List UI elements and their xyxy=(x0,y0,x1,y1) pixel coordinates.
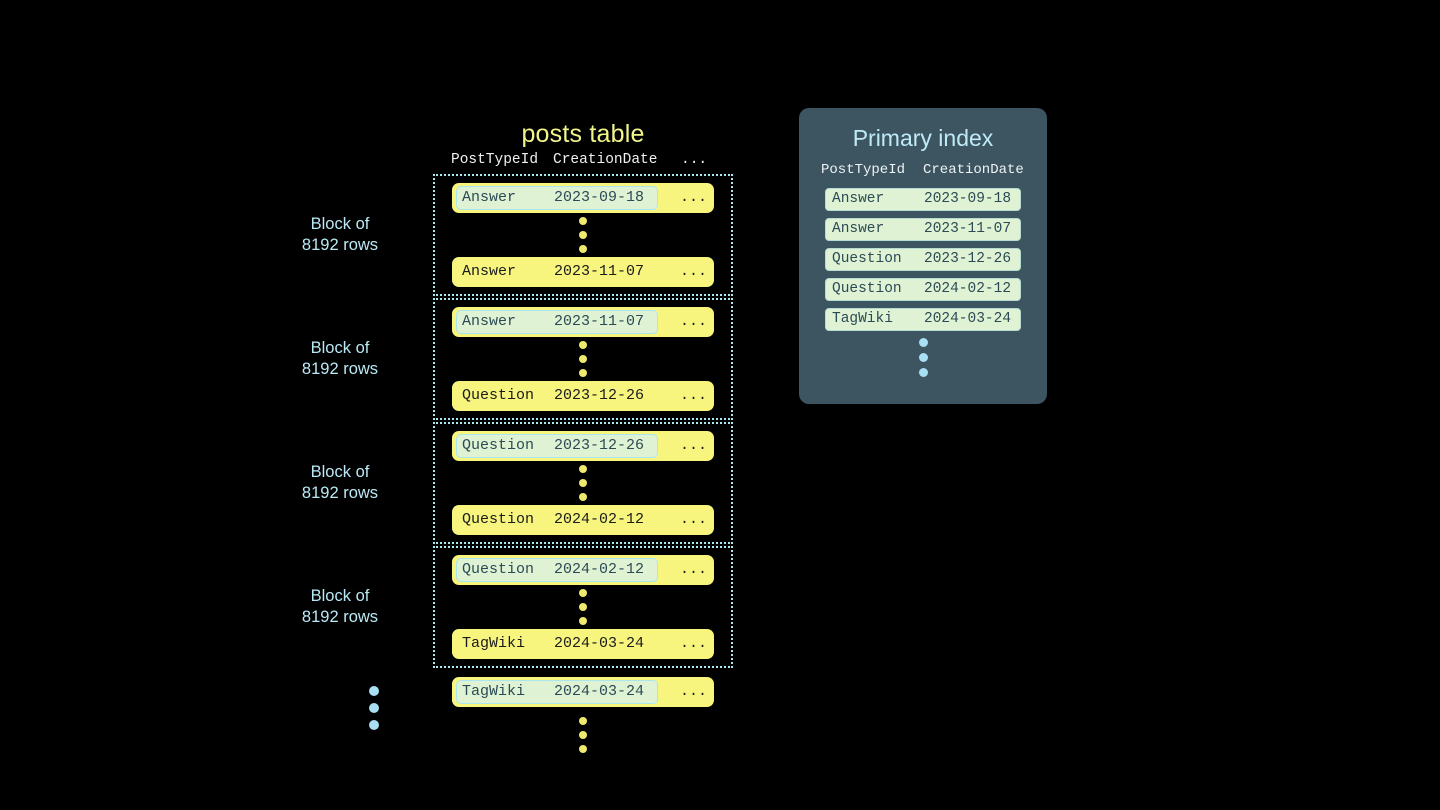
table-block: Answer 2023-09-18... Answer 2023-11-07... xyxy=(433,174,733,296)
index-cell-post-type-id: TagWiki xyxy=(832,311,893,327)
posts-table-title: posts table xyxy=(521,120,645,148)
index-cell-creation-date: 2024-03-24 xyxy=(924,311,1012,327)
cell-more: ... xyxy=(680,387,708,404)
index-cell-creation-date: 2023-09-18 xyxy=(924,191,1012,207)
cell-post-type-id: TagWiki xyxy=(462,635,526,652)
table-row: Answer 2023-09-18... xyxy=(452,183,714,213)
index-cell-post-type-id: Answer xyxy=(832,191,885,207)
cell-creation-date: 2024-02-12 xyxy=(554,561,645,578)
cell-creation-date: 2023-09-18 xyxy=(554,189,645,206)
block-inner-dots-icon xyxy=(435,213,731,257)
cell-more: ... xyxy=(680,511,708,528)
cell-more: ... xyxy=(680,189,708,206)
table-block: Question 2024-02-12... TagWiki 2024-03-24..… xyxy=(433,546,733,668)
cell-creation-date: 2023-12-26 xyxy=(554,437,645,454)
posts-table: posts table PostTypeId CreationDate ... … xyxy=(433,118,733,763)
cell-post-type-id: Question xyxy=(462,437,535,454)
posts-table-trailing-dots-icon xyxy=(433,707,733,763)
table-row: Question 2024-02-12... xyxy=(452,505,714,535)
index-row: Answer 2023-11-07 xyxy=(825,218,1021,241)
cell-more: ... xyxy=(680,313,708,330)
index-cell-creation-date: 2023-12-26 xyxy=(924,251,1012,267)
cell-post-type-id: Answer xyxy=(462,189,517,206)
cell-post-type-id: Answer xyxy=(462,263,517,280)
cell-post-type-id: TagWiki xyxy=(462,683,526,700)
cell-more: ... xyxy=(680,437,708,454)
table-row: Answer 2023-11-07... xyxy=(452,307,714,337)
cell-more: ... xyxy=(680,635,708,652)
cell-more: ... xyxy=(680,561,708,578)
index-column-header-post-type-id: PostTypeId xyxy=(821,162,906,178)
index-cell-creation-date: 2023-11-07 xyxy=(924,221,1012,237)
table-row: Answer 2023-11-07... xyxy=(452,257,714,287)
posts-table-column-headers: PostTypeId CreationDate ... xyxy=(433,150,733,174)
trailing-row-slot: TagWiki 2024-03-24... xyxy=(433,677,733,707)
row-highlight-marker xyxy=(456,434,658,458)
block-inner-dots-icon xyxy=(435,461,731,505)
cell-post-type-id: Answer xyxy=(462,313,517,330)
block-label: Block of 8192 rows xyxy=(301,339,379,378)
cell-post-type-id: Question xyxy=(462,561,535,578)
cell-more: ... xyxy=(680,263,708,280)
cell-creation-date: 2023-12-26 xyxy=(554,387,645,404)
column-header-post-type-id: PostTypeId xyxy=(451,152,539,168)
table-continuation-dots-icon xyxy=(369,686,379,730)
table-row: Question 2023-12-26... xyxy=(452,431,714,461)
row-highlight-marker xyxy=(456,680,658,704)
row-highlight-marker xyxy=(456,558,658,582)
cell-post-type-id: Question xyxy=(462,511,535,528)
primary-index-continuation-dots-icon xyxy=(799,338,1047,377)
index-column-header-creation-date: CreationDate xyxy=(923,162,1024,178)
index-cell-post-type-id: Answer xyxy=(832,221,885,237)
index-cell-post-type-id: Question xyxy=(832,251,902,267)
index-row: Answer 2023-09-18 xyxy=(825,188,1021,211)
cell-more: ... xyxy=(680,683,708,700)
cell-creation-date: 2023-11-07 xyxy=(554,313,645,330)
index-row: Question 2023-12-26 xyxy=(825,248,1021,271)
row-highlight-marker xyxy=(456,310,658,334)
block-label: Block of 8192 rows xyxy=(301,587,379,626)
column-header-more: ... xyxy=(681,152,708,168)
index-cell-creation-date: 2024-02-12 xyxy=(924,281,1012,297)
block-inner-dots-icon xyxy=(435,585,731,629)
table-row: TagWiki 2024-03-24... xyxy=(452,677,714,707)
table-row: TagWiki 2024-03-24... xyxy=(452,629,714,659)
column-header-creation-date: CreationDate xyxy=(553,152,658,168)
block-label: Block of 8192 rows xyxy=(301,215,379,254)
table-block: Answer 2023-11-07... Question 2023-12-26... xyxy=(433,298,733,420)
cell-creation-date: 2024-03-24 xyxy=(554,683,645,700)
table-block: Question 2023-12-26... Question 2024-02-12.… xyxy=(433,422,733,544)
primary-index-column-headers: PostTypeId CreationDate xyxy=(799,160,1047,186)
cell-creation-date: 2024-02-12 xyxy=(554,511,645,528)
index-row: TagWiki 2024-03-24 xyxy=(825,308,1021,331)
primary-index-panel: Primary index PostTypeId CreationDate An… xyxy=(799,108,1047,404)
cell-creation-date: 2024-03-24 xyxy=(554,635,645,652)
table-row: Question 2024-02-12... xyxy=(452,555,714,585)
cell-creation-date: 2023-11-07 xyxy=(554,263,645,280)
block-inner-dots-icon xyxy=(435,337,731,381)
primary-index-title: Primary index xyxy=(852,125,994,151)
cell-post-type-id: Question xyxy=(462,387,535,404)
table-row: Question 2023-12-26... xyxy=(452,381,714,411)
index-row: Question 2024-02-12 xyxy=(825,278,1021,301)
row-highlight-marker xyxy=(456,186,658,210)
index-cell-post-type-id: Question xyxy=(832,281,902,297)
block-label: Block of 8192 rows xyxy=(301,463,379,502)
